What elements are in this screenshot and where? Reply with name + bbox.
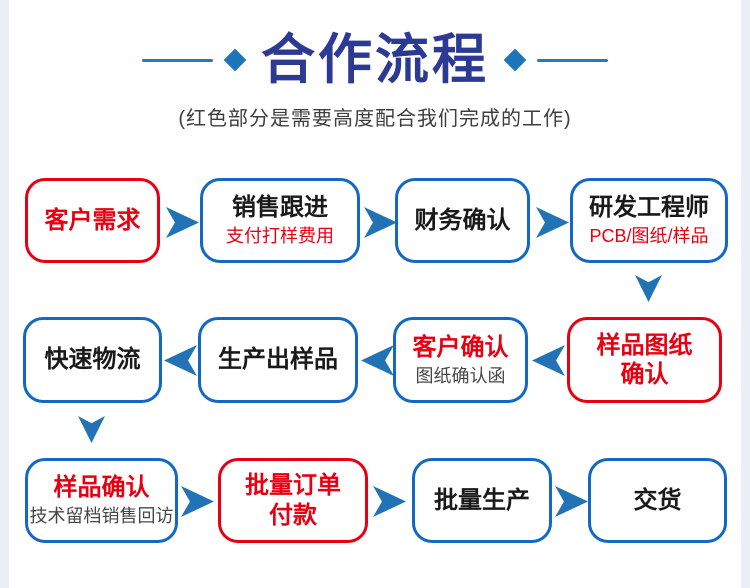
box-title: 销售跟进 (232, 194, 328, 222)
decor-line-right (537, 58, 608, 62)
box-title: 生产出样品 (218, 346, 338, 374)
flow-box-customer-demand: 客户需求 (25, 178, 160, 263)
box-title: 财务确认 (414, 206, 511, 234)
page-subtitle: (红色部分是需要高度配合我们完成的工作) (178, 108, 572, 130)
flow-box-sample-drawing-confirm: 样品图纸 确认 (567, 317, 722, 403)
box-title: 客户确认 (412, 333, 509, 361)
flow-box-finance-confirm: 财务确认 (395, 178, 530, 263)
arrow-right-icon (181, 486, 214, 517)
box-subtitle: 支付打样费用 (226, 226, 334, 247)
box-title: 批量订单 (245, 472, 341, 500)
flow-box-rd-engineer: 研发工程师 PCB/图纸/样品 (570, 178, 728, 263)
flow-box-sample-confirm: 样品确认 技术留档销售回访 (25, 458, 178, 543)
page-title: 合作流程 (261, 30, 489, 90)
diamond-icon (223, 48, 247, 72)
flow-box-produce-sample: 生产出样品 (198, 317, 358, 403)
box-title: 客户需求 (44, 206, 141, 234)
flow-box-fast-logistics: 快速物流 (23, 317, 162, 403)
flow-box-sales-follow-up: 销售跟进 支付打样费用 (200, 178, 360, 263)
arrow-right-icon (536, 207, 569, 238)
box-title-line2: 付款 (269, 501, 317, 529)
right-edge-strip (741, 0, 750, 588)
box-title: 快速物流 (44, 346, 141, 374)
arrow-left-icon (532, 345, 565, 376)
flow-box-customer-confirm: 客户确认 图纸确认函 (393, 317, 528, 403)
diamond-icon (503, 48, 527, 72)
box-title: 交货 (633, 486, 682, 514)
left-edge-strip (0, 0, 9, 588)
box-subtitle: 技术留档销售回访 (29, 506, 174, 527)
arrow-right-icon (555, 486, 588, 517)
flow-box-delivery: 交货 (588, 458, 727, 543)
arrow-right-icon (373, 486, 406, 517)
header: 合作流程 (0, 28, 750, 92)
decor-line-left (142, 58, 213, 62)
box-title: 批量生产 (434, 486, 530, 514)
arrow-left-icon (361, 345, 394, 376)
box-title: 样品图纸 (596, 331, 693, 359)
box-subtitle: PCB/图纸/样品 (589, 226, 709, 247)
box-subtitle: 图纸确认函 (415, 365, 506, 386)
arrow-left-icon (164, 345, 197, 376)
flow-box-bulk-production: 批量生产 (412, 458, 552, 543)
arrow-right-icon (166, 207, 199, 238)
box-title: 研发工程师 (589, 194, 709, 222)
arrow-right-icon (364, 207, 397, 238)
arrow-down-icon (635, 275, 662, 302)
box-title: 样品确认 (53, 474, 150, 502)
flow-box-bulk-order-payment: 批量订单 付款 (218, 458, 368, 543)
box-title-line2: 确认 (620, 361, 669, 388)
arrow-down-icon (78, 416, 105, 443)
